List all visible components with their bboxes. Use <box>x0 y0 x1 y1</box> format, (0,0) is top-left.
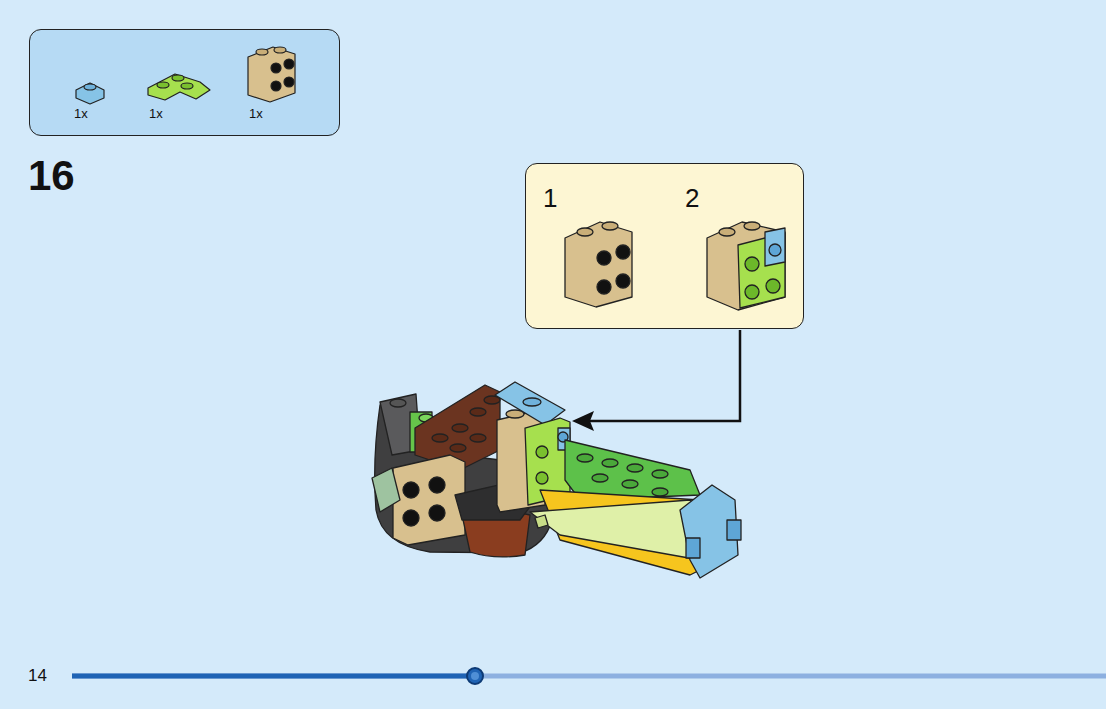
substep-number: 2 <box>685 185 699 211</box>
clip <box>372 468 400 512</box>
substep-number: 1 <box>543 185 557 211</box>
progress-dot-core <box>471 672 479 680</box>
quantity-label: 1x <box>249 107 263 120</box>
quantity-label: 1x <box>149 107 163 120</box>
green-plate <box>565 440 700 500</box>
part-lime-wedge <box>148 74 210 100</box>
part-tan-brick <box>248 47 295 102</box>
step-number: 16 <box>28 155 75 197</box>
blue-plate <box>495 382 565 425</box>
sub-brick-1 <box>565 222 632 307</box>
part-blue-plate <box>76 83 104 104</box>
quantity-label: 1x <box>74 107 88 120</box>
progress-dot <box>467 668 483 684</box>
progress-fill <box>72 674 475 679</box>
arrowhead <box>572 411 594 431</box>
tan-brick <box>393 455 465 545</box>
progress-track <box>72 674 1106 679</box>
brown-plate <box>415 385 500 470</box>
sub-brick-2 <box>707 222 785 310</box>
page-number: 14 <box>28 667 47 684</box>
callout-leader <box>590 330 740 421</box>
